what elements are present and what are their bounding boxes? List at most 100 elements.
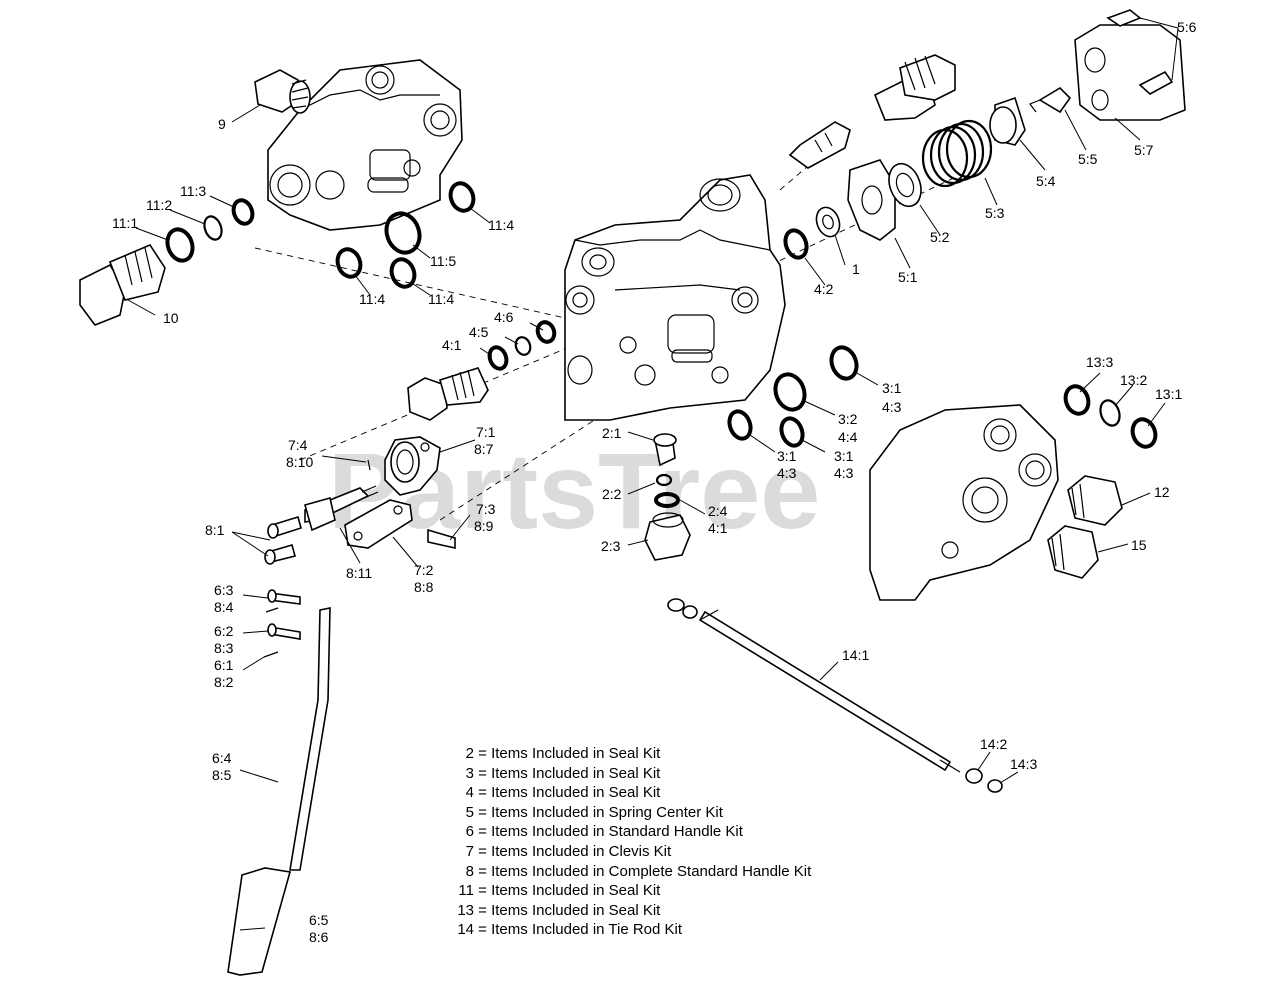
legend-text: = Items Included in Spring Center Kit: [478, 803, 723, 821]
seal-rings-3: [727, 345, 859, 448]
callout-1: 1: [852, 261, 860, 277]
callout-5-1: 5:1: [898, 269, 918, 285]
plug-12: [1067, 475, 1123, 526]
callout-10: 10: [163, 310, 179, 326]
seal-rings-11: [165, 181, 476, 289]
callout-11-5: 11:5: [430, 253, 456, 269]
relief-valve-cartridge: [407, 320, 557, 421]
leader-lines: [127, 17, 1179, 931]
legend-text: = Items Included in Seal Kit: [478, 764, 661, 782]
legend-row: 13 = Items Included in Seal Kit: [454, 901, 811, 921]
callout-4-1: 4:1: [442, 337, 462, 353]
callout-3-1-a: 3:1: [882, 380, 902, 396]
callout-11-4-b: 11:4: [359, 291, 385, 307]
legend-text: = Items Included in Seal Kit: [478, 745, 661, 762]
callout-2-2: 2:2: [602, 486, 622, 502]
inlet-section-body: [267, 59, 463, 231]
plug-9: [254, 69, 311, 114]
callout-8-10: 8:10: [286, 454, 313, 470]
load-check-parts: [644, 433, 691, 561]
legend-number: 8: [465, 862, 474, 880]
callout-8-9: 8:9: [474, 518, 494, 534]
callout-4-5: 4:5: [469, 324, 489, 340]
callout-labels: 9 10 11:1 11:2 11:3 11:4 11:5 11:4 11:4 …: [112, 19, 1197, 945]
clevis-pin-7-3: [427, 528, 456, 549]
callout-5-2: 5:2: [930, 229, 950, 245]
callout-11-4-a: 11:4: [488, 217, 514, 233]
legend-row: 5 = Items Included in Spring Center Kit: [454, 803, 811, 823]
outlet-section-body: [869, 384, 1158, 601]
callout-4-4: 4:4: [838, 429, 858, 445]
callout-11-1: 11:1: [112, 215, 138, 231]
legend-row: 3 = Items Included in Seal Kit: [454, 764, 811, 784]
callout-2-1: 2:1: [602, 425, 622, 441]
legend-text: = Items Included in Tie Rod Kit: [478, 921, 683, 939]
legend-text: = Items Included in Complete Standard Ha…: [478, 862, 812, 880]
callout-8-7: 8:7: [474, 441, 494, 457]
callout-6-4: 6:4: [212, 750, 232, 766]
clevis-pin: [304, 485, 379, 532]
legend-number: 11: [458, 882, 474, 900]
callout-3-1-b: 3:1: [777, 448, 797, 464]
callout-4-3-b: 4:3: [777, 465, 797, 481]
callout-11-2: 11:2: [146, 197, 172, 213]
callout-7-4: 7:4: [288, 437, 308, 453]
callout-8-4: 8:4: [214, 599, 234, 615]
callout-5-6: 5:6: [1177, 19, 1197, 35]
screws-8-1: [264, 515, 302, 565]
callout-12: 12: [1154, 484, 1170, 500]
callout-6-2: 6:2: [214, 623, 234, 639]
callout-9: 9: [218, 116, 226, 132]
legend-row: 8 = Items Included in Complete Standard …: [454, 862, 812, 882]
callout-4-3-a: 4:3: [882, 399, 902, 415]
kit-legend: 2 = Items Included in Seal Kit 3 = Items…: [454, 744, 811, 940]
legend-row: 7 = Items Included in Clevis Kit: [454, 842, 811, 862]
callout-5-5: 5:5: [1078, 151, 1098, 167]
legend-number: 14: [457, 921, 474, 939]
callout-5-7: 5:7: [1134, 142, 1154, 158]
callout-6-1: 6:1: [214, 657, 234, 673]
callout-8-6: 8:6: [309, 929, 329, 945]
plug-15: [1047, 525, 1099, 579]
callout-13-1: 13:1: [1155, 386, 1182, 402]
legend-text: = Items Included in Clevis Kit: [478, 842, 672, 860]
callout-7-2: 7:2: [414, 562, 434, 578]
legend-row: 4 = Items Included in Seal Kit: [454, 783, 811, 803]
callout-4-2: 4:2: [814, 281, 834, 297]
callout-14-2: 14:2: [980, 736, 1007, 752]
callout-8-2: 8:2: [214, 674, 234, 690]
centering-spring: [921, 119, 993, 188]
callout-7-3: 7:3: [476, 501, 496, 517]
callout-11-3: 11:3: [180, 183, 206, 199]
legend-number: 4: [465, 784, 474, 802]
work-section-body: [564, 174, 786, 421]
callout-6-5: 6:5: [309, 912, 329, 928]
legend-row: 14 = Items Included in Tie Rod Kit: [454, 920, 811, 940]
callout-15: 15: [1131, 537, 1147, 553]
handle-bolts: [263, 589, 301, 658]
legend-row: 11 = Items Included in Seal Kit: [454, 881, 811, 901]
legend-text: = Items Included in Seal Kit: [478, 882, 661, 900]
callout-7-1: 7:1: [476, 424, 496, 440]
callout-8-3: 8:3: [214, 640, 234, 656]
callout-6-3: 6:3: [214, 582, 234, 598]
spool-assembly: [783, 9, 1186, 260]
clevis-bracket: [367, 436, 441, 496]
callout-11-4-c: 11:4: [428, 291, 454, 307]
legend-row: 2 = Items Included in Seal Kit: [454, 744, 811, 764]
legend-number: 6: [465, 823, 474, 841]
callout-13-2: 13:2: [1120, 372, 1147, 388]
callout-14-3: 14:3: [1010, 756, 1037, 772]
legend-number: 5: [465, 803, 474, 821]
callout-8-5: 8:5: [212, 767, 232, 783]
plug-10: [79, 244, 166, 326]
callout-13-3: 13:3: [1086, 354, 1113, 370]
callout-3-1-c: 3:1: [834, 448, 854, 464]
callout-2-4: 2:4: [708, 503, 728, 519]
handle-lever: [227, 607, 331, 976]
legend-number: 7: [465, 842, 474, 860]
callout-4-3-c: 4:3: [834, 465, 854, 481]
callout-8-1: 8:1: [205, 522, 225, 538]
callout-8-8: 8:8: [414, 579, 434, 595]
